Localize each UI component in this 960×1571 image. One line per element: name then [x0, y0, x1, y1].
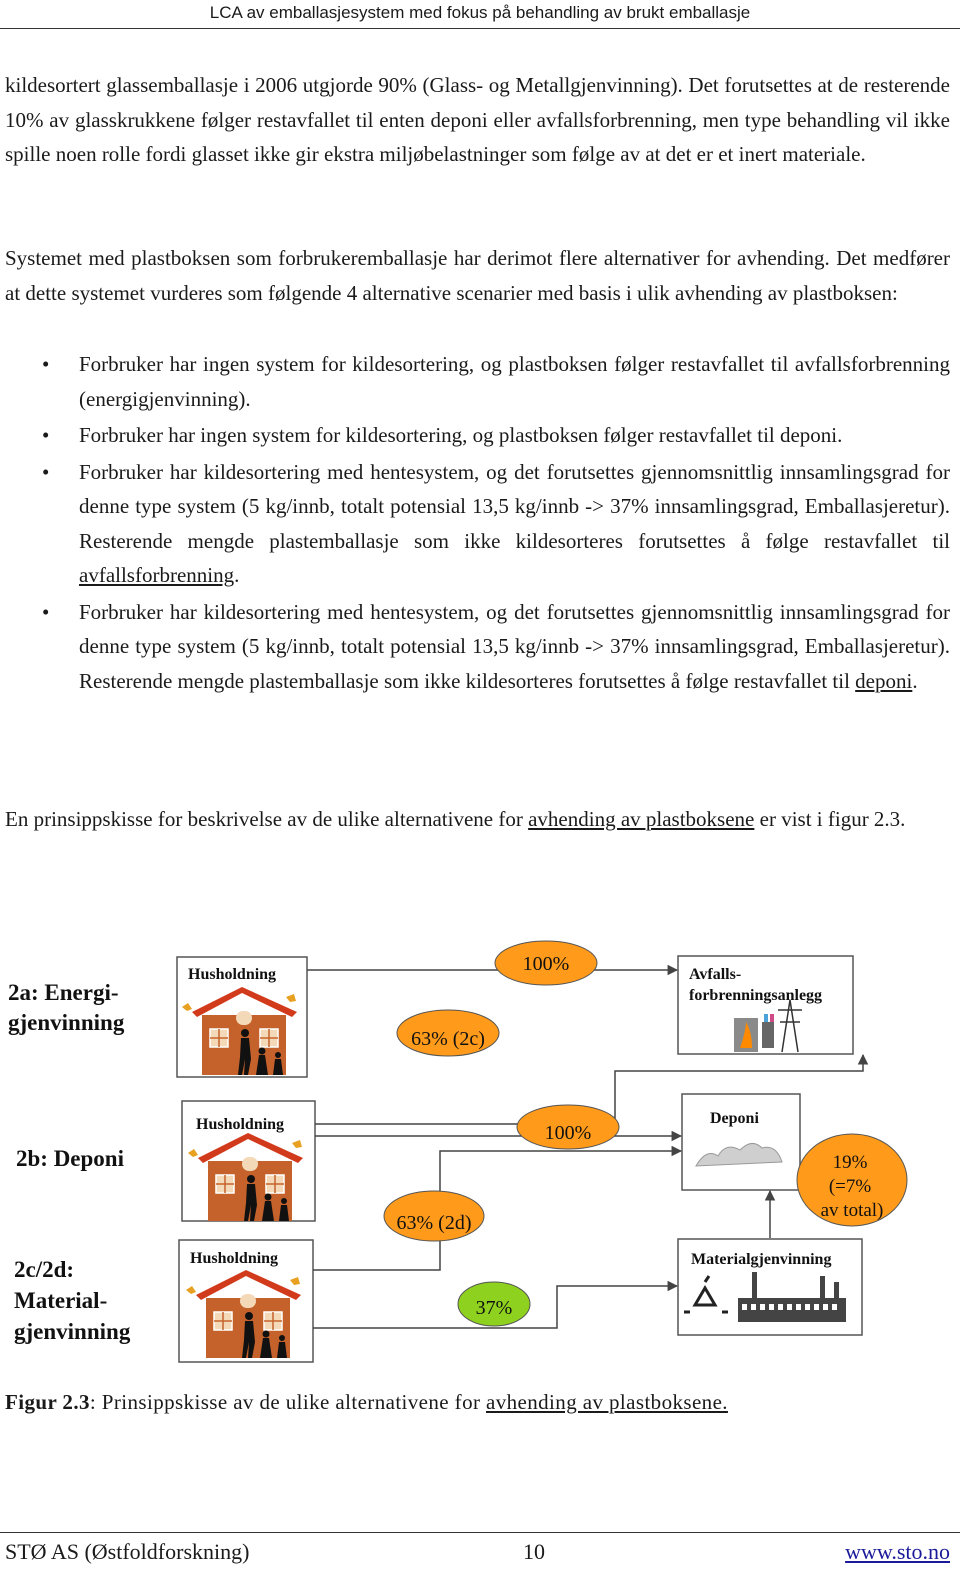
paragraph-2-text: Systemet med plastboksen som forbrukerem…: [5, 246, 950, 305]
flow-63-2c-label: 63% (2c): [411, 1028, 485, 1050]
recycle-icon: [684, 1275, 728, 1314]
flow-37-label: 37%: [476, 1297, 513, 1319]
flow-63-2d-label: 63% (2d): [397, 1212, 472, 1234]
flow-diagram: 2a: Energi- gjenvinning 2b: Deponi 2c/2d…: [8, 940, 908, 1363]
household-box-2b: Husholdning: [181, 1100, 316, 1222]
paragraph-3-underlined: avhending av plastboksene: [528, 807, 755, 831]
household-box-2a: Husholdning: [176, 956, 308, 1078]
arrow-2c-household-to-recycling: [313, 1280, 679, 1329]
bullet-icon: •: [42, 599, 50, 624]
list-item-text: Forbruker har kildesortering med hentesy…: [79, 599, 950, 693]
arrow-2c-household-to-landfill: [313, 1145, 683, 1271]
factory-icon: [738, 1272, 846, 1322]
page-number: 10: [523, 1539, 545, 1564]
flow-100-a-label: 100%: [523, 953, 570, 975]
footer-link[interactable]: www.sto.no: [845, 1539, 950, 1564]
flow-19-label-3: av total): [821, 1200, 884, 1221]
paragraph-3-tail: er vist i figur 2.3.: [754, 807, 906, 831]
scenario-2c-label-2: Material-: [14, 1288, 107, 1313]
running-header: LCA av emballasjesystem med fokus på beh…: [0, 0, 960, 29]
recycling-label: Materialgjenvinning: [691, 1251, 831, 1268]
paragraph-2: Systemet med plastboksen som forbrukerem…: [5, 241, 950, 310]
list-item-text: Forbruker har ingen system for kildesort…: [79, 352, 950, 411]
flow-19: 19% (=7% av total): [796, 1133, 908, 1227]
scenario-2c-label: 2c/2d:: [14, 1257, 74, 1282]
household-box-2c: Husholdning: [178, 1239, 314, 1363]
landfill-box: Deponi: [681, 1093, 801, 1191]
arrow-2b-household-merge: [315, 1053, 869, 1125]
paragraph-1: kildesortert glassemballasje i 2006 utgj…: [5, 68, 950, 172]
header-title: LCA av emballasjesystem med fokus på beh…: [209, 3, 751, 22]
list-item-end: .: [234, 563, 240, 587]
list-item: • Forbruker har kildesortering med hente…: [5, 455, 950, 593]
flow-100-b: 100%: [516, 1104, 620, 1150]
bullet-icon: •: [42, 352, 50, 376]
scenario-2c-label-3: gjenvinning: [14, 1319, 131, 1344]
paragraph-1-text: kildesortert glassemballasje i 2006 utgj…: [5, 73, 950, 166]
bullet-icon: •: [42, 423, 50, 447]
flow-37: 37%: [457, 1281, 531, 1327]
list-item: • Forbruker har ingen system for kildeso…: [5, 418, 950, 453]
flow-63-2d: 63% (2d): [383, 1190, 485, 1242]
footer-divider: [0, 1532, 960, 1533]
list-item-text: Forbruker har kildesortering med hentesy…: [79, 459, 950, 553]
rubble-icon: [695, 1143, 783, 1167]
landfill-label: Deponi: [710, 1110, 759, 1127]
list-item-underlined: avfallsforbrenning: [79, 563, 235, 587]
list-item: • Forbruker har kildesortering med hente…: [5, 595, 950, 699]
household-label: Husholdning: [188, 966, 276, 983]
flow-100-b-label: 100%: [545, 1122, 592, 1144]
caption-underlined: avhending av plastboksene.: [486, 1390, 728, 1414]
flow-100-a: 100%: [494, 940, 598, 986]
furnace-icon: [734, 1014, 774, 1052]
scenario-2a-label-2: gjenvinning: [8, 1010, 125, 1035]
scenario-2a-label: 2a: Energi-: [8, 980, 119, 1005]
figure-caption: Figur 2.3: Prinsippskisse av de ulike al…: [5, 1390, 728, 1415]
list-item-end: .: [912, 668, 918, 693]
flow-19-label: 19%: [833, 1152, 868, 1173]
incineration-plant-box: Avfalls- forbrenningsanlegg: [677, 955, 854, 1055]
caption-text: : Prinsippskisse av de ulike alternative…: [89, 1390, 487, 1414]
scenario-2b-label: 2b: Deponi: [16, 1146, 125, 1171]
incineration-label-2: forbrenningsanlegg: [689, 987, 822, 1004]
caption-label: Figur 2.3: [5, 1390, 90, 1414]
paragraph-3: En prinsippskisse for beskrivelse av de …: [5, 802, 950, 837]
recycling-box: Materialgjenvinning: [677, 1238, 863, 1336]
household-label: Husholdning: [196, 1116, 284, 1133]
list-item-underlined: deponi: [855, 668, 913, 693]
paragraph-3-text: En prinsippskisse for beskrivelse av de …: [5, 802, 950, 837]
footer-org: STØ AS (Østfoldforskning): [5, 1539, 250, 1564]
household-label: Husholdning: [190, 1250, 278, 1267]
incineration-label: Avfalls-: [689, 966, 741, 983]
figure-2-3: 2a: Energi- gjenvinning 2b: Deponi 2c/2d…: [0, 930, 960, 1370]
power-pylon-icon: [778, 999, 802, 1053]
flow-63-2c: 63% (2c): [396, 1009, 500, 1057]
bullet-icon: •: [42, 459, 50, 484]
list-item: • Forbruker har ingen system for kildeso…: [5, 347, 950, 416]
flow-19-label-2: (=7%: [829, 1176, 872, 1197]
list-item-text: Forbruker har ingen system for kildesort…: [79, 423, 843, 447]
paragraph-3-lead: En prinsippskisse for beskrivelse av de …: [5, 807, 529, 831]
scenario-list: • Forbruker har ingen system for kildeso…: [5, 347, 950, 700]
